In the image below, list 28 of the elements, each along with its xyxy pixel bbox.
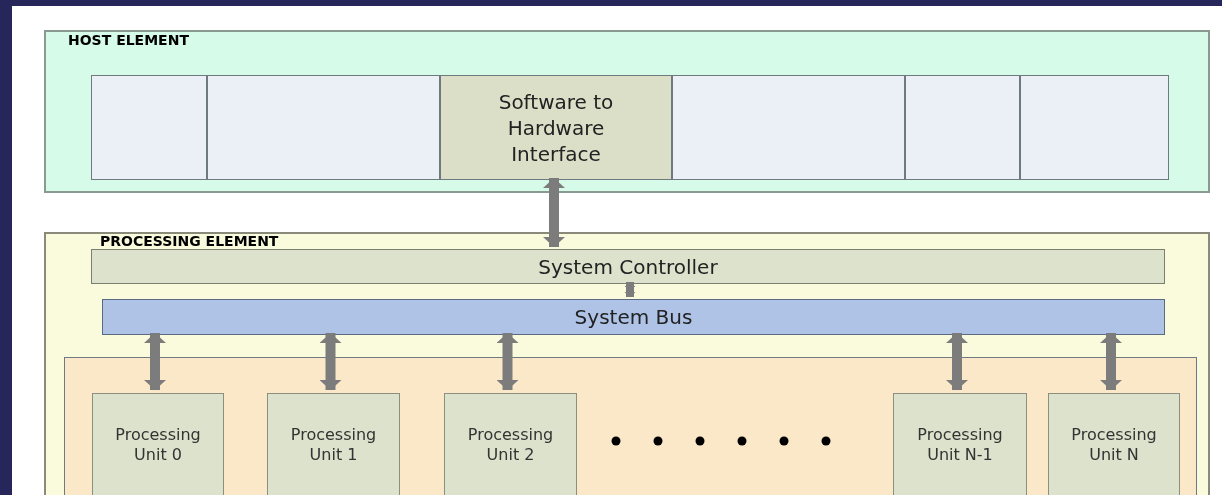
interface-box <box>440 75 672 180</box>
panel-title: HOST ELEMENT <box>68 32 189 48</box>
double-arrow <box>946 333 968 390</box>
unit-box <box>92 393 224 495</box>
unit-box <box>893 393 1027 495</box>
double-arrow <box>144 333 166 390</box>
double-arrow <box>543 178 565 247</box>
unit-box <box>444 393 577 495</box>
box-label: Processing Unit 1 <box>289 424 378 465</box>
units-area <box>64 357 1197 495</box>
processing-element-panel <box>44 232 1210 495</box>
double-arrow <box>496 333 519 390</box>
host-element-panel <box>44 30 1210 193</box>
unit-box <box>267 393 400 495</box>
box-label: Software to Hardware Interface <box>497 88 615 167</box>
box-label: System Controller <box>538 253 718 281</box>
box-label: Processing Unit N <box>1070 424 1158 465</box>
double-arrow <box>1100 333 1122 390</box>
unit-box <box>1048 393 1180 495</box>
box-label: System Bus <box>574 304 693 331</box>
double-arrow <box>319 333 342 390</box>
controller-bar <box>91 249 1165 284</box>
bus-bar <box>102 299 1165 335</box>
box-label: Processing Unit 2 <box>466 424 555 465</box>
box-label: Processing Unit 0 <box>114 424 202 465</box>
panel-title: PROCESSING ELEMENT <box>100 233 279 249</box>
box-label: Processing Unit N-1 <box>916 424 1004 465</box>
double-arrow <box>624 282 636 297</box>
